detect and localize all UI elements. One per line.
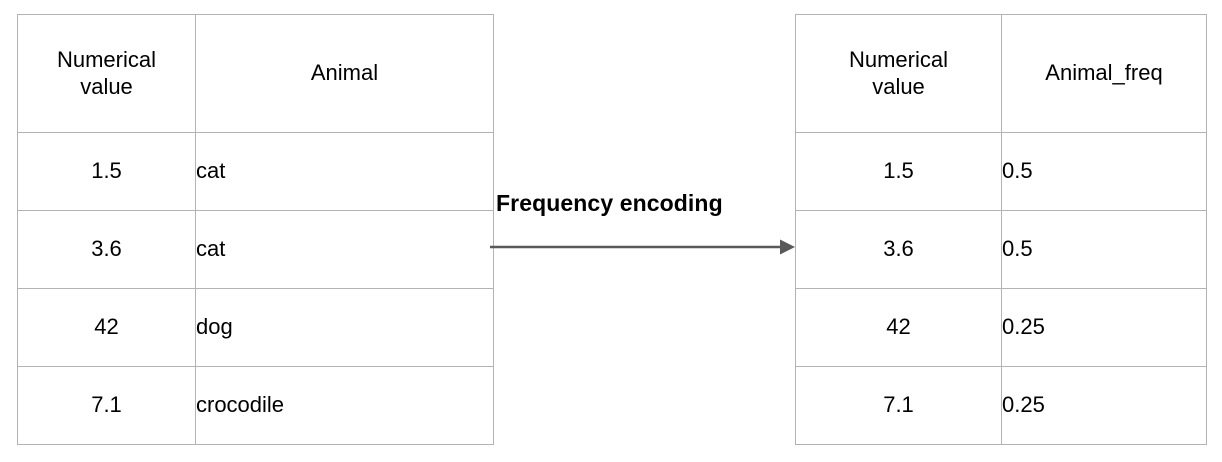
table-row: 3.6 cat [17,210,494,289]
header-animal: Animal [195,14,494,133]
header-line-1: Animal [310,60,379,86]
table-header-row: Numerical value Animal [17,14,494,133]
header-line-2: value [872,73,925,99]
cell-numerical-value: 1.5 [795,132,1002,211]
cell-animal-freq: 0.5 [1001,210,1207,289]
encoded-data-table: Numerical value Animal_freq 1.5 0.5 3.6 … [795,14,1207,445]
header-line-1: Numerical [848,46,949,72]
header-line-1: Animal_freq [1045,60,1163,86]
header-line-1: Numerical [56,46,157,72]
table-header-row: Numerical value Animal_freq [795,14,1207,133]
table-row: 7.1 0.25 [795,366,1207,445]
transform-label: Frequency encoding [496,190,723,216]
header-line-2: value [80,73,133,99]
original-data-table: Numerical value Animal 1.5 cat 3.6 cat 4… [17,14,494,445]
cell-numerical-value: 42 [795,288,1002,367]
cell-animal-freq: 0.25 [1001,288,1207,367]
table-row: 1.5 cat [17,132,494,211]
table-row: 7.1 crocodile [17,366,494,445]
transform-group: Frequency encoding [488,190,798,260]
cell-animal: cat [195,132,494,211]
cell-numerical-value: 7.1 [795,366,1002,445]
cell-animal-freq: 0.5 [1001,132,1207,211]
header-numerical-value: Numerical value [17,14,196,133]
arrow-right-icon [490,239,795,255]
cell-animal-freq: 0.25 [1001,366,1207,445]
cell-numerical-value: 3.6 [795,210,1002,289]
cell-numerical-value: 3.6 [17,210,196,289]
table-row: 42 dog [17,288,494,367]
cell-animal: cat [195,210,494,289]
table-row: 3.6 0.5 [795,210,1207,289]
table-row: 42 0.25 [795,288,1207,367]
cell-numerical-value: 7.1 [17,366,196,445]
header-animal-freq: Animal_freq [1001,14,1207,133]
header-numerical-value: Numerical value [795,14,1002,133]
cell-animal: crocodile [195,366,494,445]
cell-animal: dog [195,288,494,367]
table-row: 1.5 0.5 [795,132,1207,211]
cell-numerical-value: 42 [17,288,196,367]
cell-numerical-value: 1.5 [17,132,196,211]
